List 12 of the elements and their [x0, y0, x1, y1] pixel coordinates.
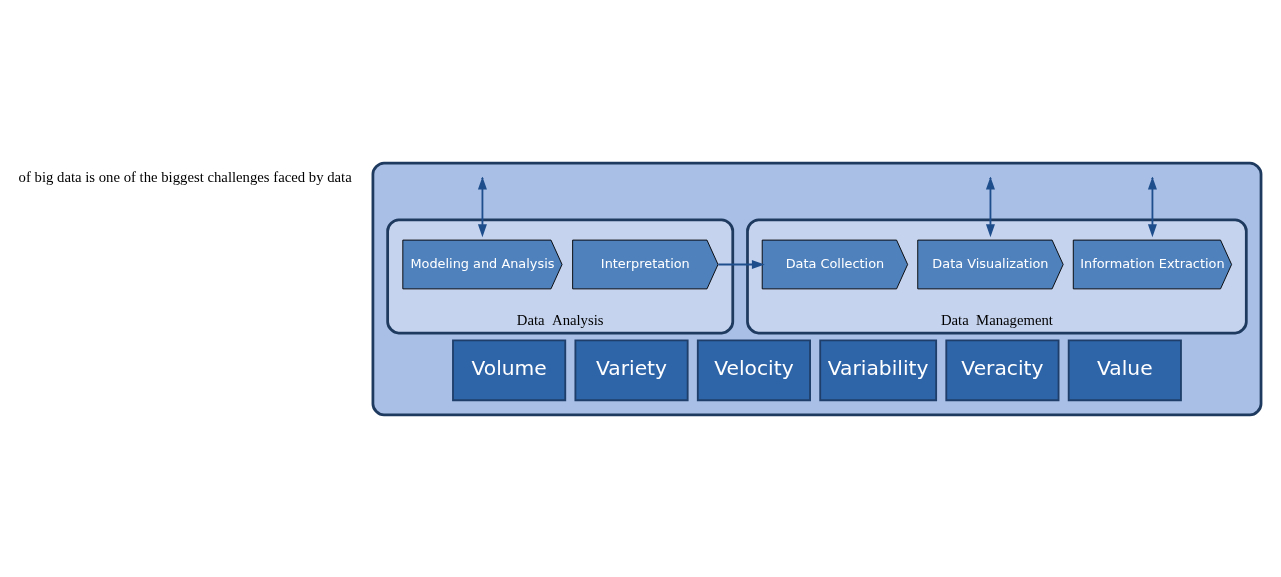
arrow [1147, 176, 1157, 237]
cluster [371, 161, 1263, 416]
node-box: Variability [819, 339, 938, 401]
arrow [717, 259, 765, 269]
label: of big data is one of the biggest challenges faced by data [18, 168, 352, 185]
arrow [985, 176, 995, 237]
node-box: Velocity [696, 339, 811, 401]
node-box: Volume [452, 339, 567, 401]
node-box: Variety [574, 339, 689, 401]
node-box: Veracity [945, 339, 1060, 401]
arrow [477, 176, 487, 237]
node-box: Value [1067, 339, 1182, 401]
